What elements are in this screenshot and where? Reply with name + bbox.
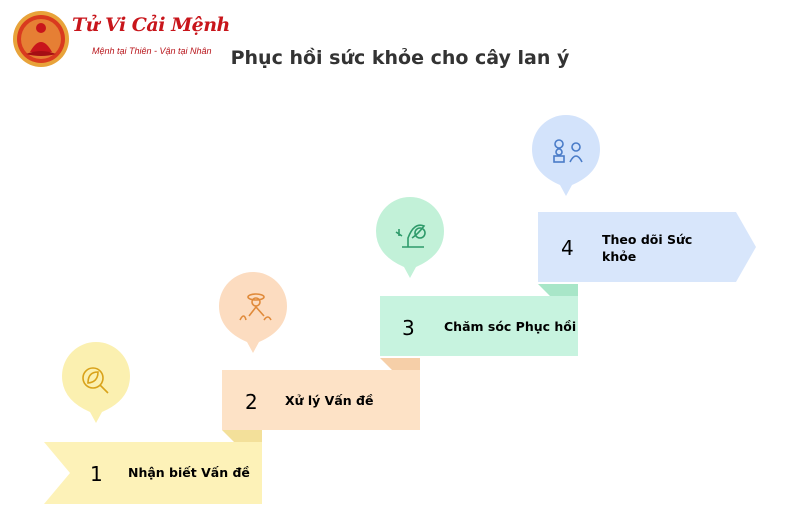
step-4-bubble [532, 115, 600, 196]
step-3-ribbon [380, 296, 578, 356]
step-2: 2 Xử lý Vấn đề [219, 272, 420, 430]
step-4-ribbon [538, 212, 756, 282]
brand-tagline: Mệnh tại Thiên - Vận tại Nhân [92, 46, 212, 56]
brand-logo[interactable] [10, 8, 210, 68]
buddha-logo-icon [13, 11, 69, 67]
step-2-fold [380, 358, 420, 370]
step-4-label-line2: khỏe [602, 249, 636, 264]
flower-monitor-icon [553, 139, 583, 163]
step-2-number: 2 [245, 390, 258, 414]
step-1-number: 1 [90, 462, 103, 486]
step-1-fold [222, 430, 262, 442]
step-1-bubble [62, 342, 130, 423]
step-4: 4 Theo dõi Sức khỏe [532, 115, 756, 282]
step-3: 3 Chăm sóc Phục hồi [376, 197, 578, 356]
step-2-label: Xử lý Vấn đề [285, 393, 373, 408]
step-4-number: 4 [561, 236, 574, 260]
step-1-label: Nhận biết Vấn đề [128, 465, 250, 480]
page-title: Phục hồi sức khỏe cho cây lan ý [230, 47, 570, 69]
step-2-bubble [219, 272, 287, 353]
step-3-label: Chăm sóc Phục hồi [444, 319, 576, 334]
step-2-ribbon [222, 370, 420, 430]
step-4-label-line1: Theo dõi Sức [602, 232, 692, 247]
step-3-bubble [376, 197, 444, 278]
step-3-number: 3 [402, 316, 415, 340]
gardener-icon [239, 293, 272, 321]
magnifier-leaf-icon [82, 367, 109, 394]
brand-name: Tử Vi Cải Mệnh [72, 14, 230, 36]
watering-plant-icon [395, 224, 426, 248]
step-1-ribbon [44, 442, 262, 504]
step-1: 1 Nhận biết Vấn đề [44, 342, 262, 504]
step-3-fold [538, 284, 578, 296]
